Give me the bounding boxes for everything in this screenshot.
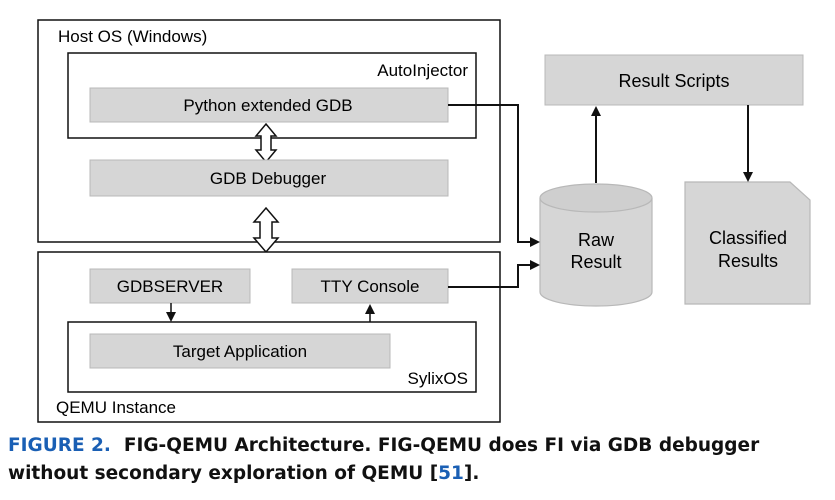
raw-result-line2: Result — [570, 252, 621, 272]
arrow-tty-to-raw-result — [448, 260, 540, 288]
raw-result-database: Raw Result — [539, 183, 653, 307]
figure-caption: FIGURE 2. FIG-QEMU Architecture. FIG-QEM… — [8, 432, 830, 488]
gdbserver-label: GDBSERVER — [117, 277, 223, 296]
citation-link[interactable]: 51 — [438, 463, 464, 484]
result-scripts-label: Result Scripts — [618, 71, 729, 91]
result-scripts-box — [544, 54, 804, 106]
target-application-label: Target Application — [173, 342, 307, 361]
gdb-debugger-box — [89, 159, 449, 197]
tty-console-label: TTY Console — [321, 277, 420, 296]
autoinjector-label: AutoInjector — [377, 61, 468, 80]
gdb-debugger-label: GDB Debugger — [210, 169, 327, 188]
host-os-label: Host OS (Windows) — [58, 27, 207, 46]
classified-line1: Classified — [709, 228, 787, 248]
gdbserver-box — [89, 268, 251, 304]
qemu-instance-label: QEMU Instance — [56, 398, 176, 417]
caption-line-1: FIGURE 2. FIG-QEMU Architecture. FIG-QEM… — [8, 432, 830, 460]
sylixos-label: SylixOS — [408, 369, 468, 388]
classified-results-document: Classified Results — [684, 181, 811, 305]
arrow-python-gdb-to-raw-result — [448, 104, 540, 247]
caption-text-line1: FIG-QEMU Architecture. FIG-QEMU does FI … — [123, 435, 760, 456]
figure-label: FIGURE 2. — [8, 435, 111, 456]
raw-result-line1: Raw — [578, 230, 615, 250]
caption-line-2: without secondary exploration of QEMU [5… — [8, 460, 830, 488]
caption-text-line2-pre: without secondary exploration of QEMU [ — [8, 463, 439, 484]
caption-text-line2-post: ]. — [463, 463, 480, 484]
architecture-diagram: Host OS (Windows) AutoInjector Python ex… — [37, 19, 811, 423]
python-gdb-label: Python extended GDB — [183, 96, 352, 115]
target-application-box — [89, 333, 391, 369]
classified-line2: Results — [718, 251, 778, 271]
python-gdb-box — [89, 87, 449, 123]
